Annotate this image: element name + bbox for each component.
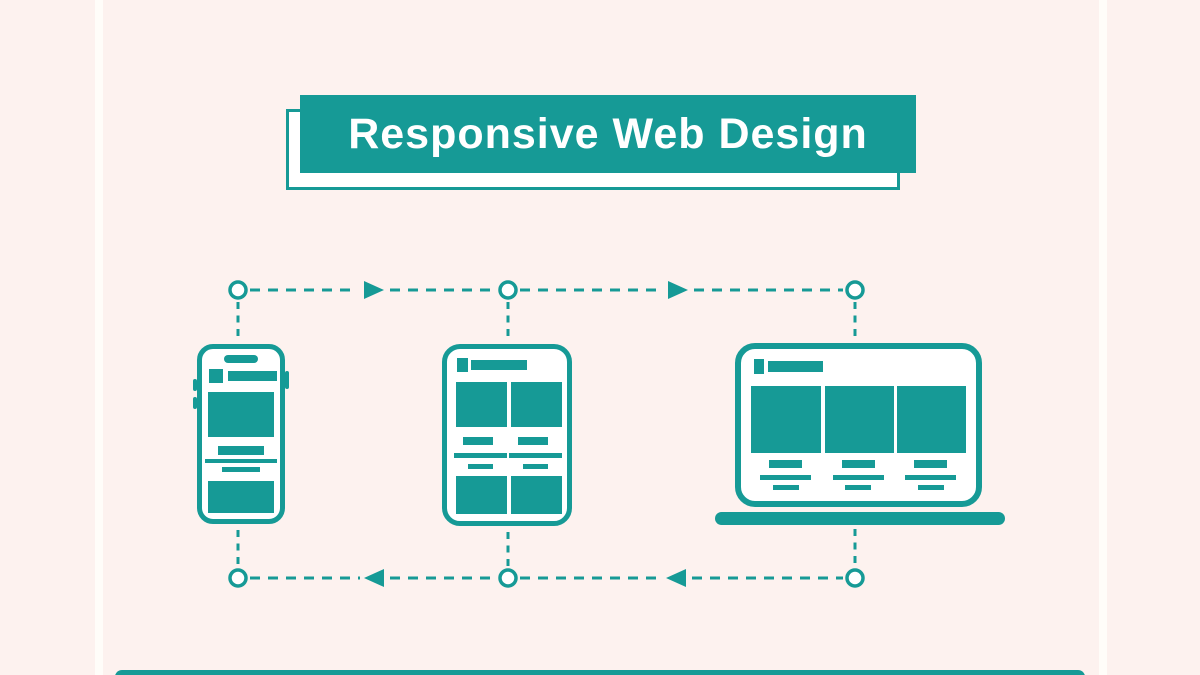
laptop-icon	[735, 343, 982, 507]
wireframe-heading-line	[769, 460, 802, 468]
wireframe-image-block	[511, 476, 562, 514]
wireframe-image-block	[897, 386, 966, 453]
wireframe-text-line	[760, 475, 811, 480]
phone-side-button	[193, 379, 197, 391]
phone-notch	[224, 355, 258, 363]
wireframe-text-line	[918, 485, 944, 490]
phone-side-button	[193, 397, 197, 409]
wireframe-text-line	[468, 464, 493, 469]
wireframe-text-line	[205, 459, 277, 463]
wireframe-image-block	[456, 476, 507, 514]
wireframe-text-line	[523, 464, 548, 469]
right-page-gutter	[1099, 0, 1107, 675]
arrow-right-icon	[364, 281, 384, 299]
connector-node-circle	[228, 280, 248, 300]
arrow-left-icon	[364, 569, 384, 587]
wireframe-heading-line	[914, 460, 947, 468]
wireframe-text-line	[833, 475, 884, 480]
wireframe-image-block	[208, 392, 274, 437]
bottom-accent-bar	[115, 670, 1085, 675]
wireframe-header-bar	[471, 360, 527, 370]
wireframe-logo-block	[457, 358, 468, 372]
wireframe-header-bar	[228, 371, 277, 381]
tablet-icon	[442, 344, 572, 526]
wireframe-logo-block	[209, 369, 223, 383]
wireframe-heading-line	[842, 460, 875, 468]
arrow-right-icon	[668, 281, 688, 299]
page-title: Responsive Web Design	[348, 109, 868, 158]
connector-node-circle	[498, 280, 518, 300]
phone-side-button	[285, 371, 289, 389]
wireframe-text-line	[845, 485, 871, 490]
connector-node-circle	[845, 280, 865, 300]
wireframe-logo-block	[754, 359, 764, 374]
wireframe-heading-line	[218, 446, 264, 455]
wireframe-image-block	[208, 481, 274, 513]
wireframe-text-line	[509, 453, 562, 458]
smartphone-icon	[193, 344, 289, 524]
laptop-base	[715, 512, 1005, 525]
connector-node-circle	[845, 568, 865, 588]
wireframe-text-line	[773, 485, 799, 490]
wireframe-text-line	[222, 467, 260, 472]
wireframe-header-bar	[768, 361, 823, 372]
wireframe-heading-line	[463, 437, 493, 445]
wireframe-text-line	[454, 453, 507, 458]
connector-node-circle	[498, 568, 518, 588]
connector-node-circle	[228, 568, 248, 588]
wireframe-image-block	[751, 386, 821, 453]
arrow-left-icon	[666, 569, 686, 587]
wireframe-image-block	[511, 382, 562, 427]
wireframe-image-block	[825, 386, 894, 453]
title-banner: Responsive Web Design	[300, 95, 916, 173]
wireframe-heading-line	[518, 437, 548, 445]
left-page-gutter	[95, 0, 103, 675]
wireframe-image-block	[456, 382, 507, 427]
wireframe-text-line	[905, 475, 956, 480]
